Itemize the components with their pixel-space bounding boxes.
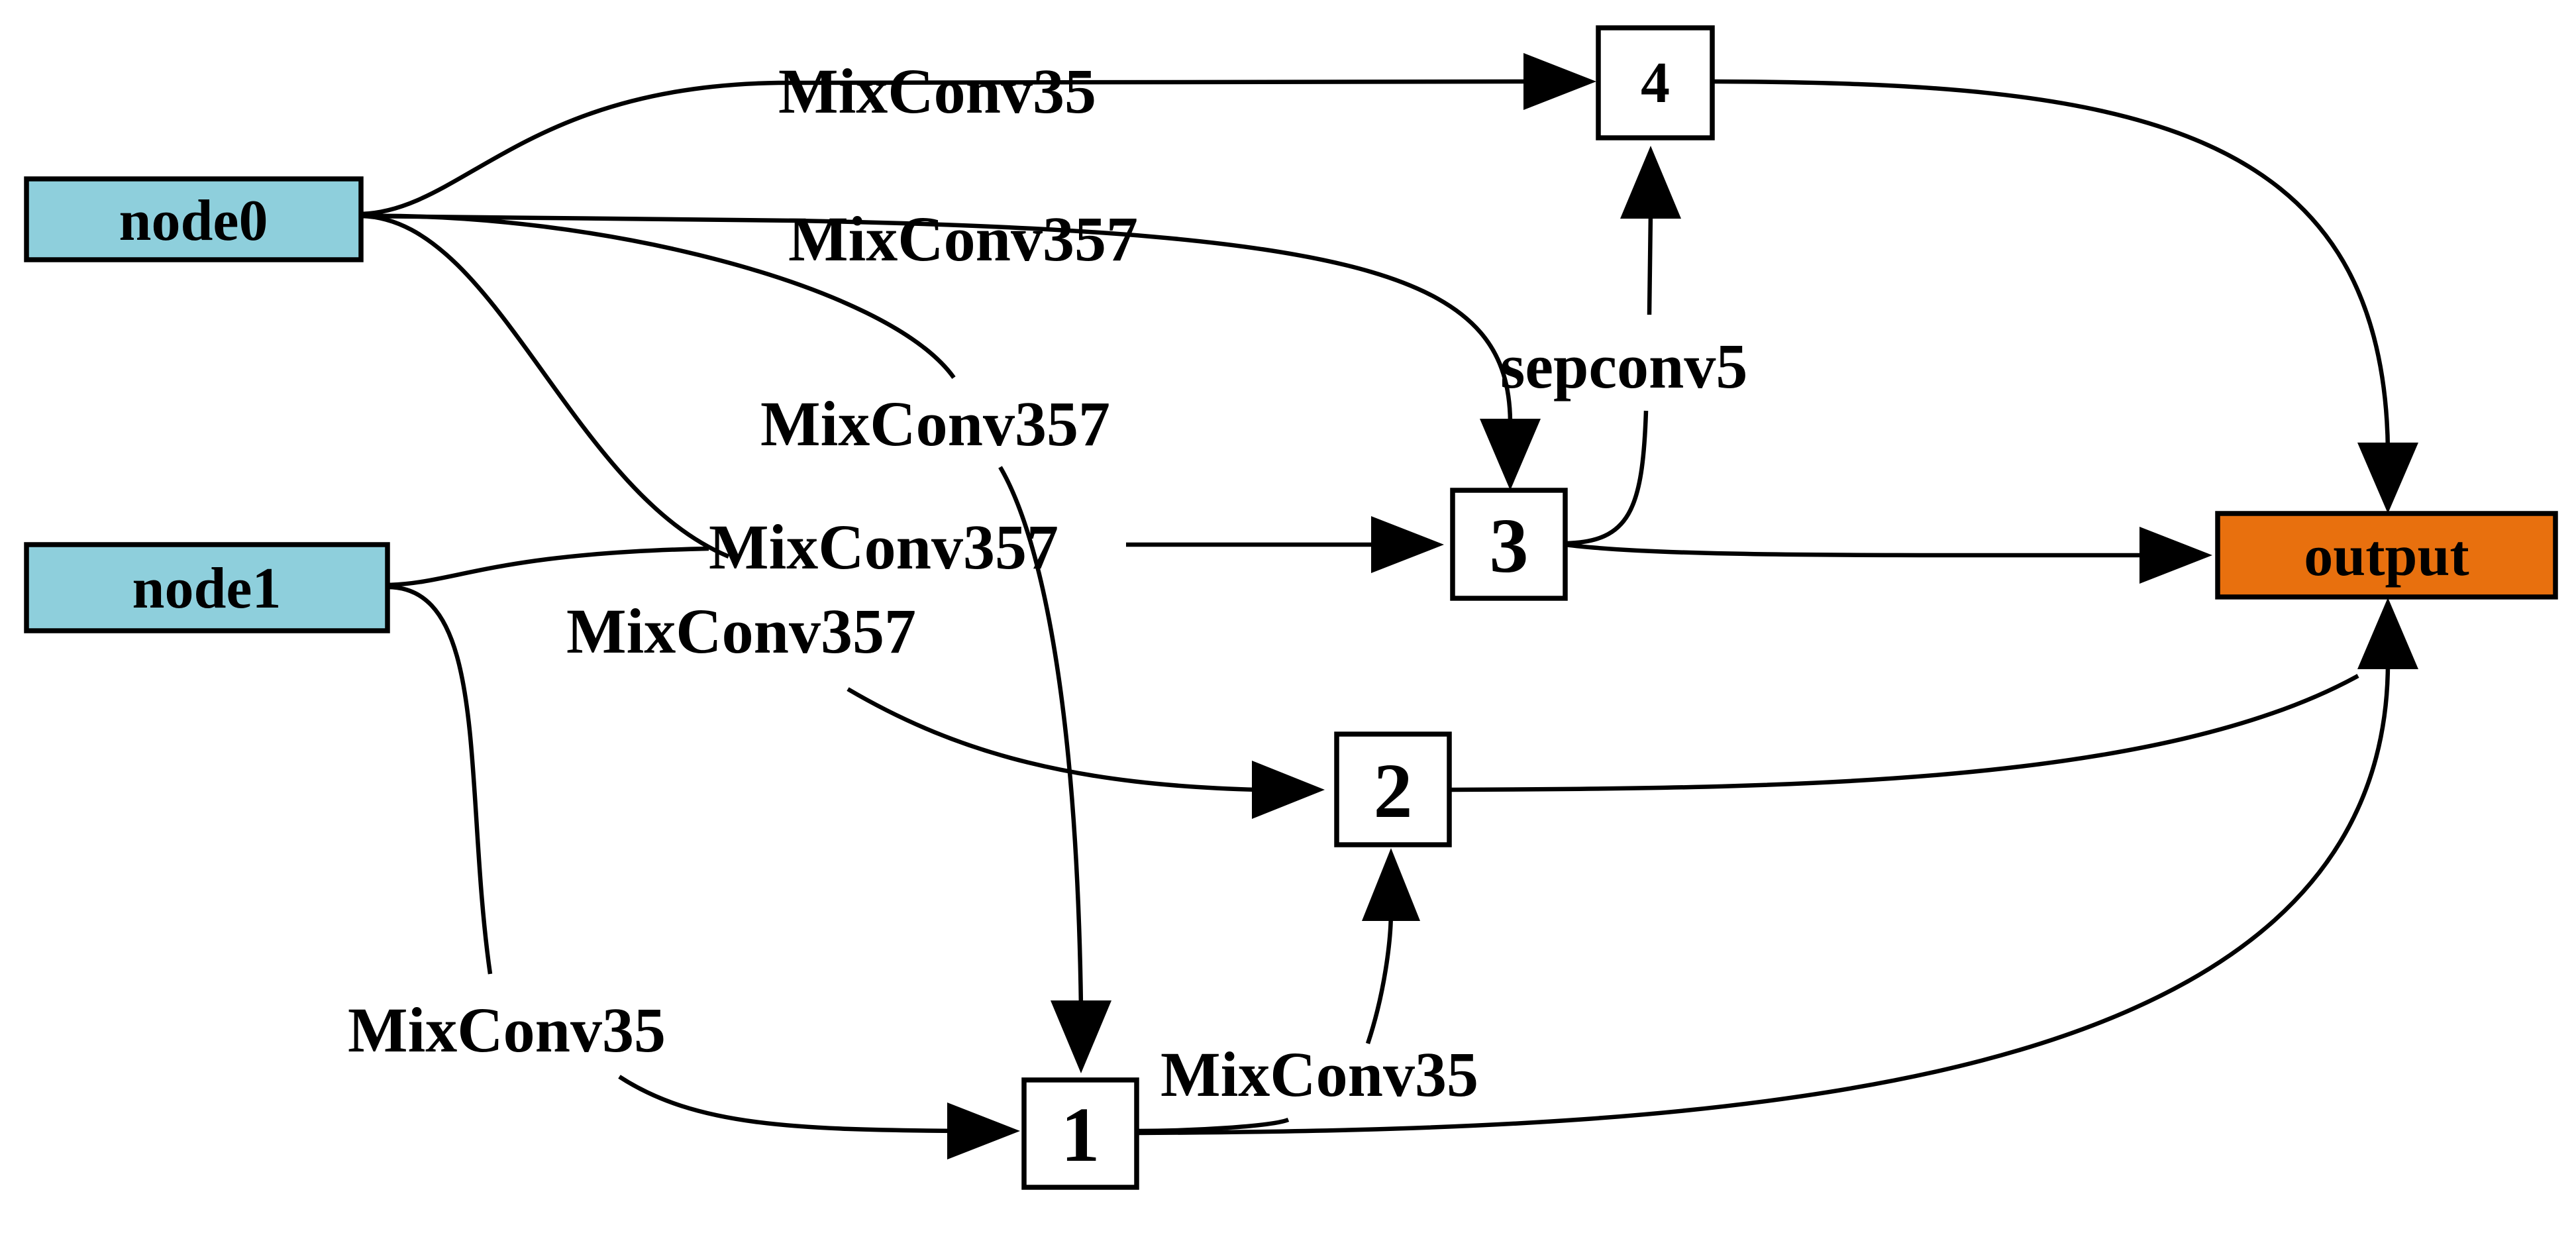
edge-node0-to-4 bbox=[360, 79, 1537, 217]
node-4-box bbox=[1596, 25, 1715, 140]
edge-node0-to-1 bbox=[360, 213, 956, 379]
edge-label-node0-to-4: MixConv35 bbox=[778, 56, 1096, 127]
node-4: 4 bbox=[1596, 25, 1715, 140]
node-3-box bbox=[1450, 488, 1568, 601]
node-3: 3 bbox=[1450, 488, 1568, 601]
node-2: 2 bbox=[1334, 731, 1452, 847]
arrowhead-to-4-left bbox=[1523, 53, 1596, 110]
edge-label-node0-to-3: MixConv357 bbox=[788, 203, 1138, 274]
arrowhead-output-top bbox=[2357, 443, 2418, 513]
edge-node1-to-3 bbox=[387, 546, 709, 588]
node-node0: node0 bbox=[24, 176, 364, 262]
edge-4-to-output bbox=[1712, 79, 2391, 451]
node1-label: node1 bbox=[132, 557, 282, 621]
output-box bbox=[2215, 511, 2558, 600]
node0-label: node0 bbox=[119, 189, 268, 253]
node1-box bbox=[24, 542, 390, 633]
node0-box bbox=[24, 176, 364, 262]
node-node1: node1 bbox=[24, 542, 390, 633]
node-2-box bbox=[1334, 731, 1452, 847]
edge-1-to-2 bbox=[1136, 1117, 1290, 1134]
node-output: output bbox=[2215, 511, 2558, 600]
edge-node1-to-1 bbox=[387, 584, 493, 975]
edge-node0-to-2 bbox=[360, 213, 730, 559]
node-3-label: 3 bbox=[1490, 502, 1529, 589]
edge-label-3-to-4: sepconv5 bbox=[1500, 331, 1747, 402]
output-label: output bbox=[2304, 524, 2469, 588]
edge-1-to-output bbox=[1136, 662, 2391, 1136]
edge-label-1-to-2: MixConv35 bbox=[1160, 1039, 1478, 1110]
node-1: 1 bbox=[1021, 1077, 1139, 1190]
arrowhead-to-2-bottom bbox=[1362, 848, 1420, 921]
arrowhead-to-1-top bbox=[1051, 1000, 1111, 1073]
edge-label-node0-to-1: MixConv357 bbox=[760, 388, 1110, 459]
arrowhead-to-3-left bbox=[1371, 516, 1444, 573]
edge-3-to-4 bbox=[1565, 410, 1649, 546]
edge-label-node1-to-1: MixConv35 bbox=[348, 994, 666, 1065]
edge-label-node1-to-3: MixConv357 bbox=[709, 511, 1058, 582]
edge-3-to-4-upper bbox=[1647, 211, 1653, 315]
arrowhead-output-bottom bbox=[2357, 598, 2418, 669]
node-1-label: 1 bbox=[1061, 1091, 1100, 1178]
edge-label-node0-to-2: MixConv357 bbox=[566, 596, 916, 667]
arrowhead-output-left bbox=[2139, 527, 2212, 584]
edge-3-to-output bbox=[1565, 542, 2153, 558]
node-4-label: 4 bbox=[1641, 51, 1670, 115]
edge-node0-to-1-lower bbox=[998, 466, 1084, 1008]
arrowhead-to-4-bottom bbox=[1620, 146, 1681, 219]
arrowhead-to-3-top bbox=[1480, 419, 1541, 490]
edge-2-to-output bbox=[1449, 674, 2359, 792]
arrowhead-to-1-left bbox=[947, 1102, 1020, 1159]
edge-1-to-2-upper bbox=[1365, 910, 1394, 1045]
edge-node1-to-1-lower bbox=[618, 1075, 961, 1134]
node-2-label: 2 bbox=[1374, 747, 1413, 834]
node-1-box bbox=[1021, 1077, 1139, 1190]
edge-node0-to-3 bbox=[360, 213, 1513, 425]
arrowhead-to-2-left bbox=[1252, 761, 1325, 819]
edge-node0-to-2-lower bbox=[847, 687, 1259, 792]
